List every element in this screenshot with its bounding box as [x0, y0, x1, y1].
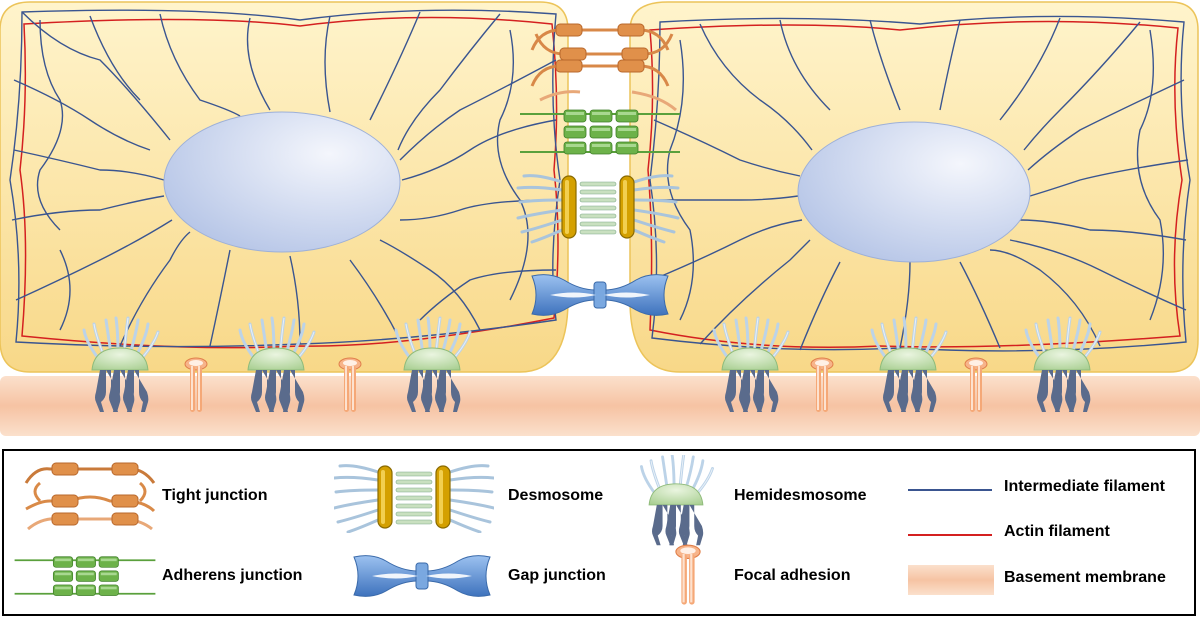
- gap-junction-icon: [353, 555, 491, 597]
- legend-label-focal-adhesion: Focal adhesion: [734, 567, 851, 584]
- adherens-junction-icon: [13, 555, 157, 597]
- actin-filament-left: [19, 16, 559, 349]
- legend-label-adherens-junction: Adherens junction: [162, 567, 303, 584]
- tight-junction-cell: [530, 22, 677, 112]
- legend-label-desmosome: Desmosome: [508, 487, 604, 504]
- nucleus-left: [163, 111, 401, 253]
- basement-membrane-icon: [908, 565, 994, 595]
- legend-label-tight-junction: Tight junction: [162, 487, 268, 504]
- basement-membrane: [0, 376, 1200, 436]
- hemidesmosome-icon: [640, 455, 714, 547]
- focal-adhesion-icon: [675, 544, 701, 606]
- legend-label-gap-junction: Gap junction: [508, 567, 606, 584]
- actin-filament-right: [647, 20, 1183, 349]
- nucleus-right: [797, 121, 1031, 263]
- actin-filament-icon: [908, 534, 992, 536]
- intermediate-filament-icon: [908, 489, 992, 491]
- legend-label-intermediate-filament: Intermediate filament: [1004, 478, 1165, 495]
- intermediate-filament-network-right: [649, 15, 1191, 352]
- tight-junction-icon: [24, 462, 156, 531]
- epithelial-cells-diagram: [0, 1, 1200, 436]
- legend-label-hemidesmosome: Hemidesmosome: [734, 487, 867, 504]
- legend: Tight junction Desmosome Hemidesmosome I…: [2, 449, 1196, 616]
- legend-label-basement-membrane: Basement membrane: [1004, 569, 1166, 586]
- desmosome-icon: [334, 464, 494, 533]
- gap-junction-cell: [531, 274, 669, 316]
- legend-label-actin-filament: Actin filament: [1004, 523, 1110, 540]
